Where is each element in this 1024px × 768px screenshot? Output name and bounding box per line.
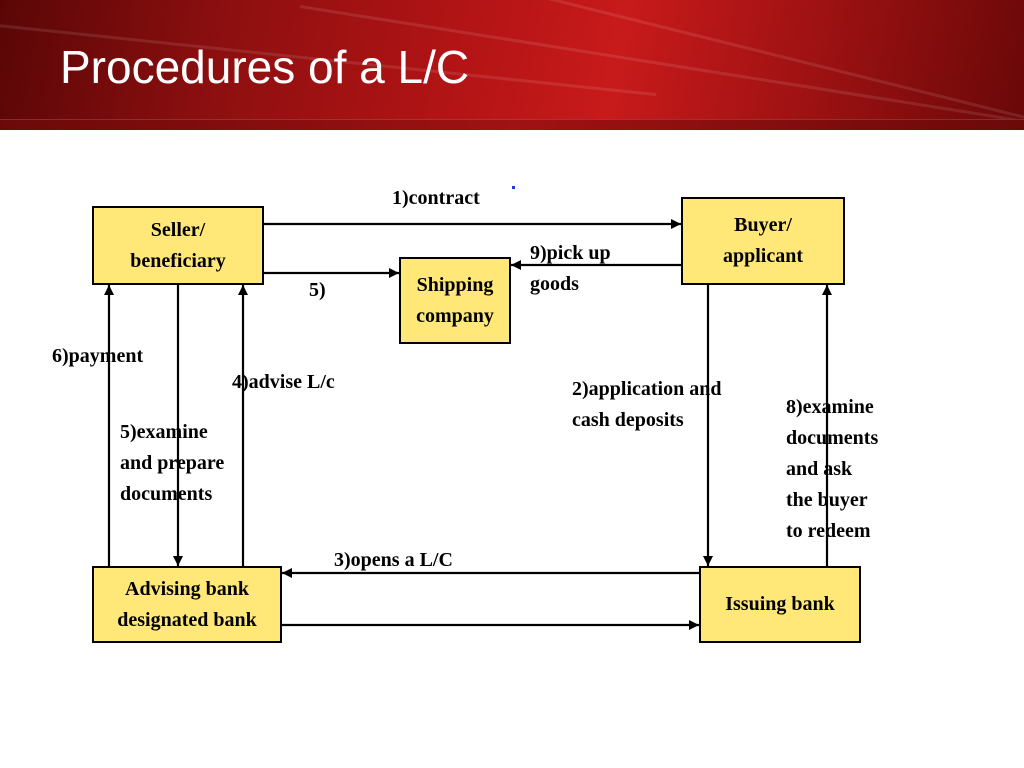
stray-dot [512,186,515,189]
application-label: 2)application and cash deposits [572,378,722,431]
contract-label: 1)contract [392,187,480,209]
title-banner [0,0,1024,130]
opens-lc-label: 3)opens a L/C [334,549,453,571]
examine-redeem-label: 8)examine documents and ask the buyer to… [786,396,879,542]
payment-label: 6)payment [52,345,144,367]
buyer-box: Buyer/ applicant [681,197,845,285]
advising-bank-box: Advising bank designated bank [92,566,282,643]
seller-box: Seller/ beneficiary [92,206,264,285]
advise-label: 4)advise L/c [232,371,335,393]
shipping-company-box: Shipping company [399,257,511,344]
ship-goods-label: 5) [309,279,326,301]
examine-prepare-label: 5)examine and prepare documents [120,421,225,505]
issuing-bank-box: Issuing bank [699,566,861,643]
slide-title: Procedures of a L/C [60,41,470,93]
pickup-label: 9)pick up goods [530,242,611,295]
